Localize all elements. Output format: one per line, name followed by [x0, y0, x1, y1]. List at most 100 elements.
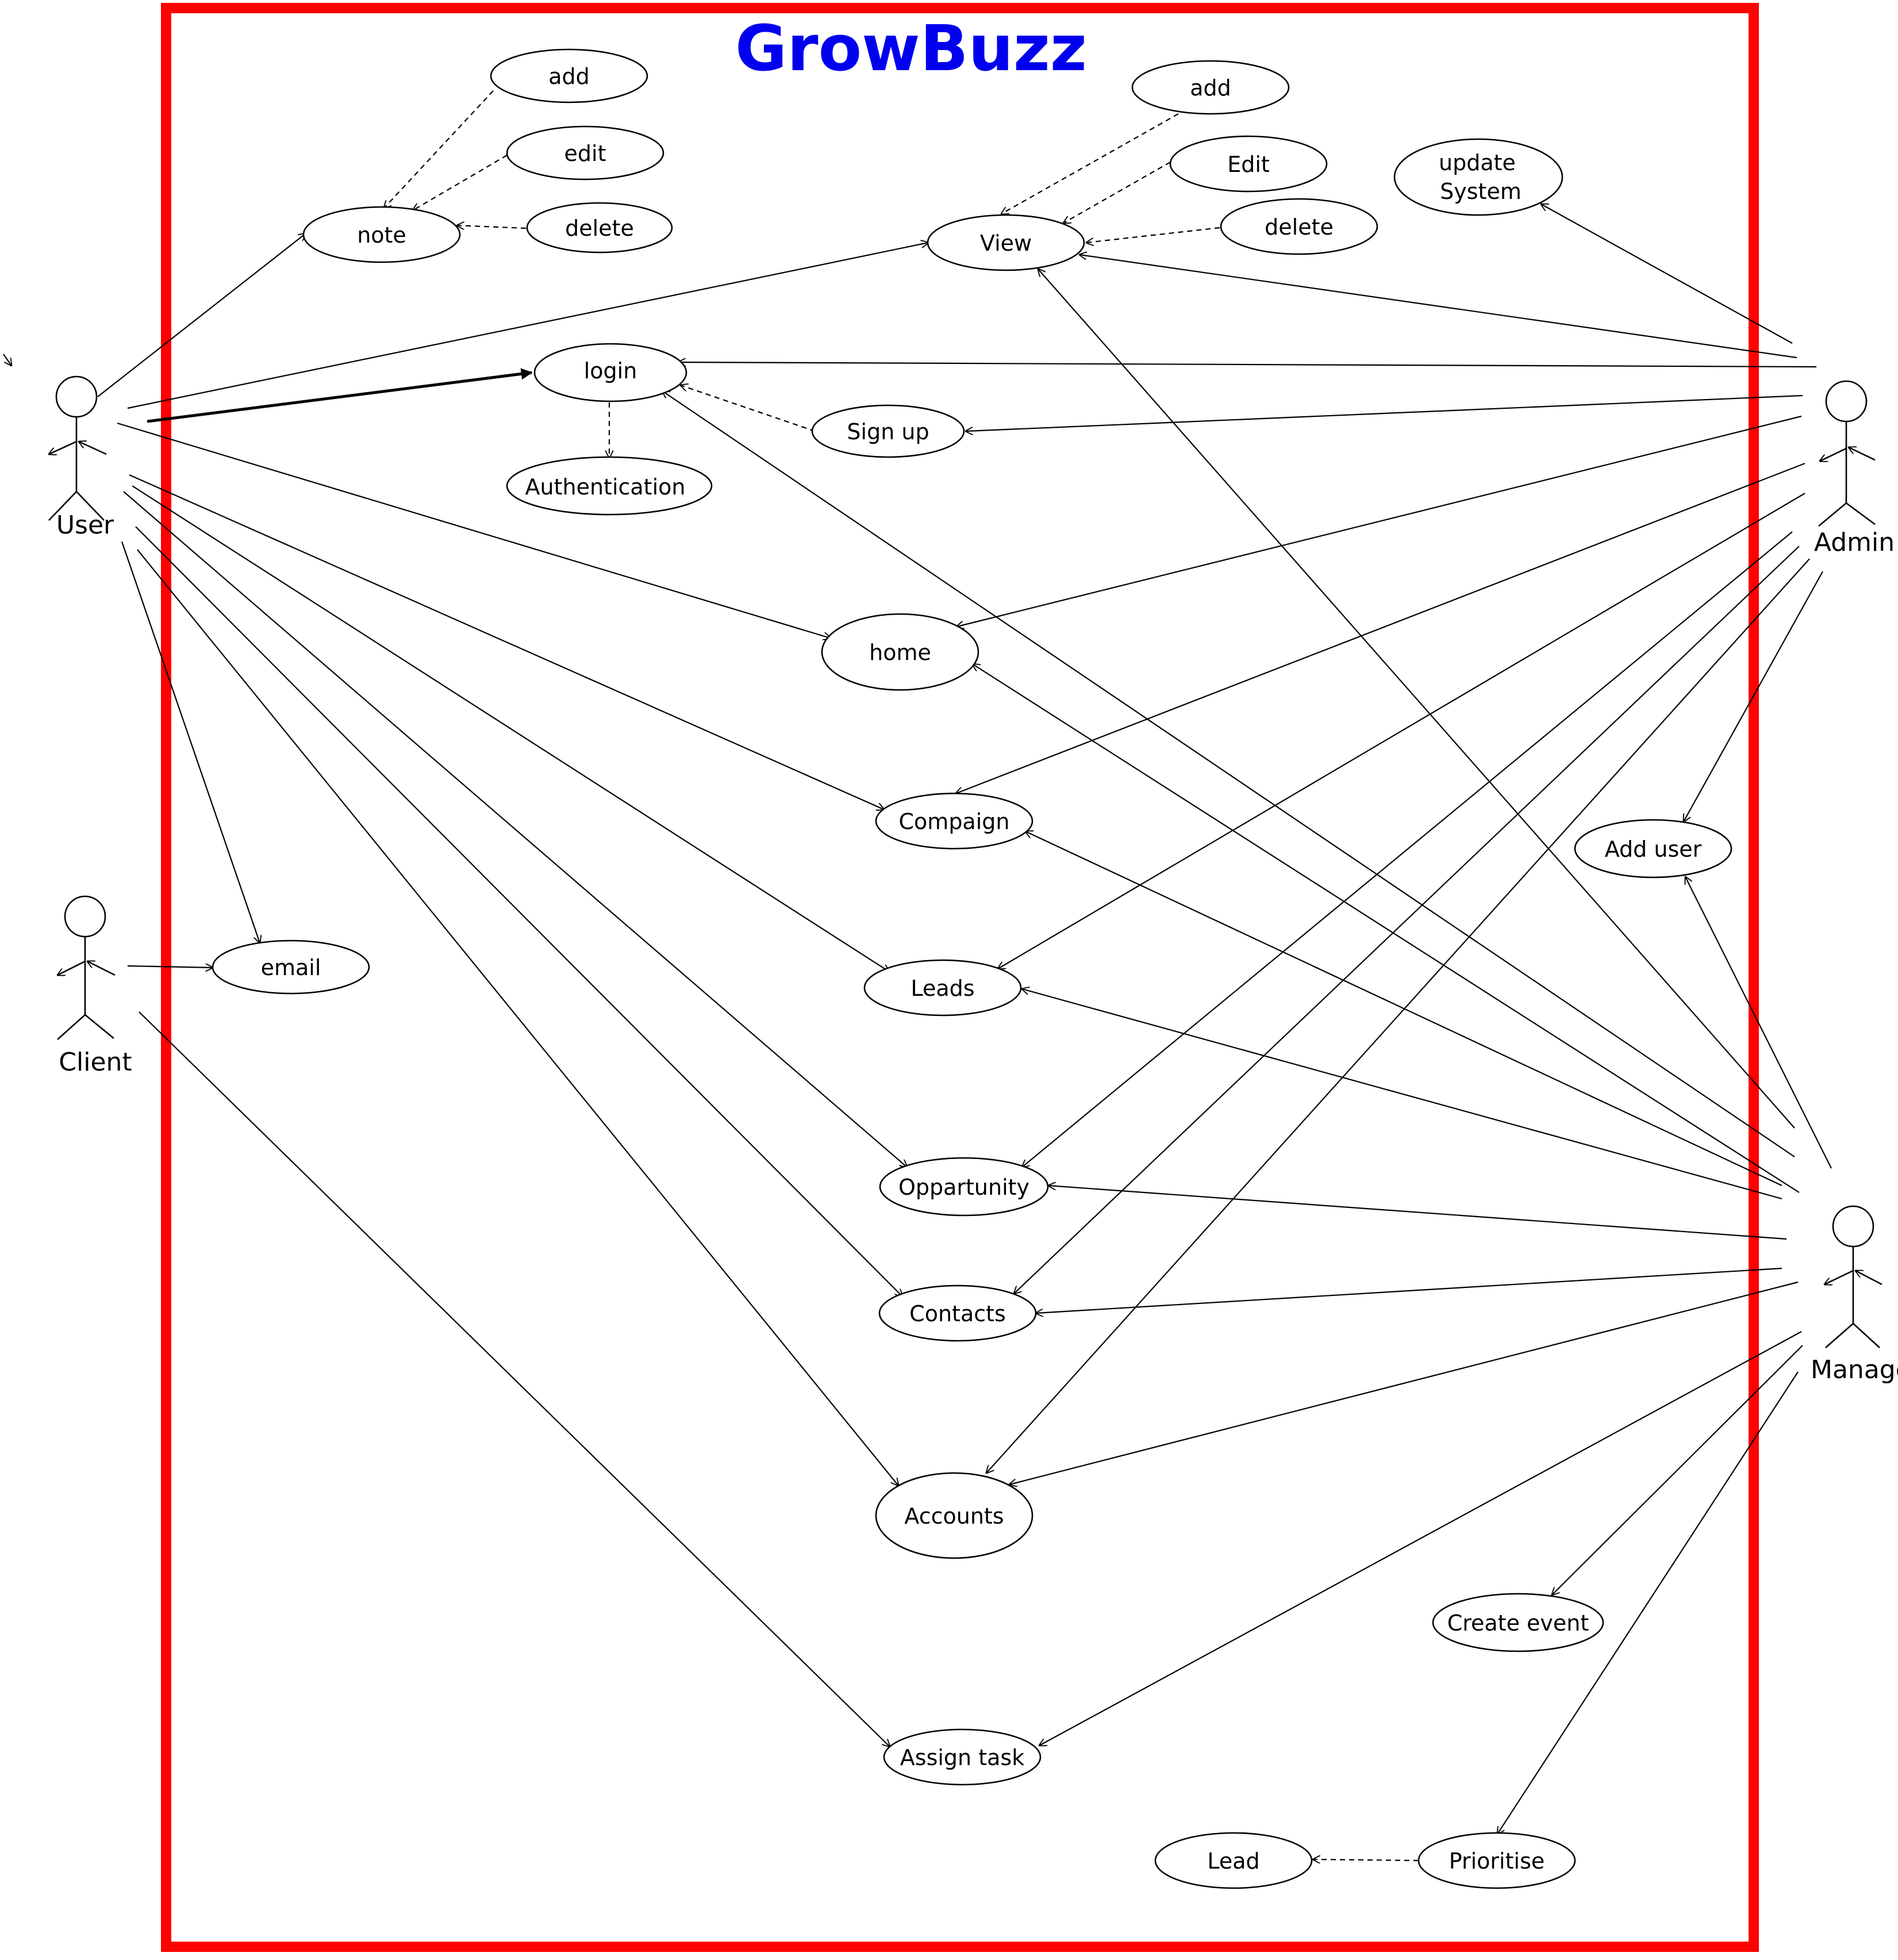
manager-right-leg: [1853, 1323, 1880, 1348]
user-home-line: [117, 422, 831, 638]
view-delete-dep: [1086, 227, 1220, 243]
manager-contacts-line: [1036, 1267, 1782, 1313]
manager-login-line: [662, 391, 1795, 1157]
accounts-label: Accounts: [904, 1503, 1004, 1529]
manager-accounts-line: [1009, 1281, 1799, 1485]
use-case-view[interactable]: View: [927, 214, 1085, 271]
client-right-arm: [87, 961, 116, 976]
manager-left-leg: [1825, 1323, 1854, 1348]
associations: [3, 204, 1832, 1834]
view-add-dep: [1001, 113, 1179, 214]
use-case-update-system[interactable]: update System: [1393, 138, 1563, 216]
use-case-view-add[interactable]: add: [1131, 60, 1290, 115]
email-label: email: [261, 955, 321, 980]
use-case-note-add[interactable]: add: [490, 48, 648, 103]
user-compaign-line: [129, 474, 884, 810]
user-view-line: [127, 243, 928, 409]
admin-contacts-line: [1014, 546, 1800, 1294]
assign-task-label: Assign task: [900, 1745, 1024, 1770]
user-contacts-line: [135, 526, 902, 1297]
client-assign-task-line: [139, 1011, 890, 1747]
home-label: home: [869, 640, 931, 665]
admin-signup-line: [966, 394, 1803, 431]
use-case-compaign[interactable]: Compaign: [875, 792, 1033, 850]
use-case-authentication[interactable]: Authentication: [506, 456, 713, 516]
admin-head: [1825, 380, 1868, 423]
admin-login-line: [678, 362, 1817, 368]
login-label: login: [584, 358, 637, 383]
manager-add-user-line: [1685, 877, 1832, 1169]
view-edit-dep: [1063, 162, 1171, 223]
use-case-create-event[interactable]: Create event: [1432, 1593, 1604, 1652]
note-delete-dep: [457, 225, 527, 228]
client-right-leg: [84, 1014, 114, 1040]
update-system-label-2: System: [1440, 179, 1522, 204]
use-case-note-delete[interactable]: delete: [526, 202, 673, 254]
admin-add-user-line: [1684, 571, 1823, 822]
view-delete-label: delete: [1265, 214, 1334, 240]
view-label: View: [980, 231, 1032, 256]
sign-up-label: Sign up: [847, 419, 929, 444]
user-label: User: [56, 511, 114, 540]
admin-left-leg: [1818, 503, 1847, 527]
actor-client: Client: [57, 895, 132, 1077]
admin-left-arm: [1820, 447, 1847, 461]
actor-user: User: [48, 375, 114, 540]
note-edit-dep: [413, 155, 508, 210]
admin-right-arm: [1849, 447, 1876, 461]
manager-create-event-line: [1552, 1345, 1803, 1595]
admin-right-leg: [1846, 502, 1876, 526]
note-add-dep: [384, 90, 494, 208]
admin-label: Admin: [1814, 528, 1895, 557]
admin-update-system-line: [1541, 204, 1793, 344]
manager-right-arm: [1855, 1271, 1882, 1286]
use-case-contacts[interactable]: Contacts: [878, 1284, 1037, 1342]
use-case-home[interactable]: home: [821, 613, 979, 691]
use-case-view-delete[interactable]: delete: [1220, 198, 1378, 255]
note-label: note: [357, 223, 406, 248]
system-boundary: [161, 3, 1759, 1952]
admin-compaign-line: [956, 462, 1805, 793]
use-case-email[interactable]: email: [212, 939, 370, 995]
actor-admin: Admin: [1814, 380, 1895, 557]
use-case-note[interactable]: note: [302, 206, 461, 263]
prioritise-lead-dep: [1313, 1859, 1419, 1861]
manager-view-line: [1038, 269, 1795, 1129]
use-case-assign-task[interactable]: Assign task: [883, 1728, 1042, 1786]
use-case-lead[interactable]: Lead: [1154, 1832, 1313, 1889]
use-case-opportunity[interactable]: Oppartunity: [879, 1157, 1049, 1217]
user-left-leg: [48, 491, 77, 521]
use-case-leads[interactable]: Leads: [863, 959, 1022, 1017]
client-left-leg: [57, 1014, 86, 1040]
use-case-prioritise[interactable]: Prioritise: [1417, 1832, 1576, 1889]
user-opportunity-line: [123, 491, 907, 1167]
note-edit-label: edit: [564, 141, 606, 166]
use-case-sign-up[interactable]: Sign up: [811, 404, 965, 458]
user-login-line: [147, 368, 533, 423]
add-user-label: Add user: [1605, 837, 1702, 862]
manager-opportunity-line: [1048, 1186, 1787, 1240]
use-case-add-user[interactable]: Add user: [1574, 819, 1732, 879]
client-head: [64, 895, 106, 938]
update-system-label-1: update: [1439, 150, 1516, 175]
admin-accounts-line: [986, 558, 1810, 1473]
manager-prioritise-line: [1497, 1371, 1799, 1834]
client-left-arm: [57, 960, 86, 975]
admin-leads-line: [998, 493, 1805, 969]
use-case-login[interactable]: login: [533, 343, 687, 402]
system-title: GrowBuzz: [735, 11, 1087, 85]
user-leads-line: [132, 485, 889, 972]
user-head: [55, 375, 98, 418]
manager-left-arm: [1824, 1269, 1854, 1284]
user-email-line: [121, 541, 260, 943]
use-case-note-edit[interactable]: edit: [506, 125, 664, 181]
use-case-view-edit[interactable]: Edit: [1169, 135, 1328, 193]
authentication-label: Authentication: [525, 474, 686, 500]
user-left-arm: [49, 440, 77, 454]
contacts-label: Contacts: [909, 1301, 1006, 1326]
view-edit-label: Edit: [1227, 152, 1270, 177]
user-accounts-line: [137, 549, 898, 1486]
use-case-accounts[interactable]: Accounts: [875, 1472, 1033, 1559]
lead-label: Lead: [1207, 1848, 1259, 1874]
